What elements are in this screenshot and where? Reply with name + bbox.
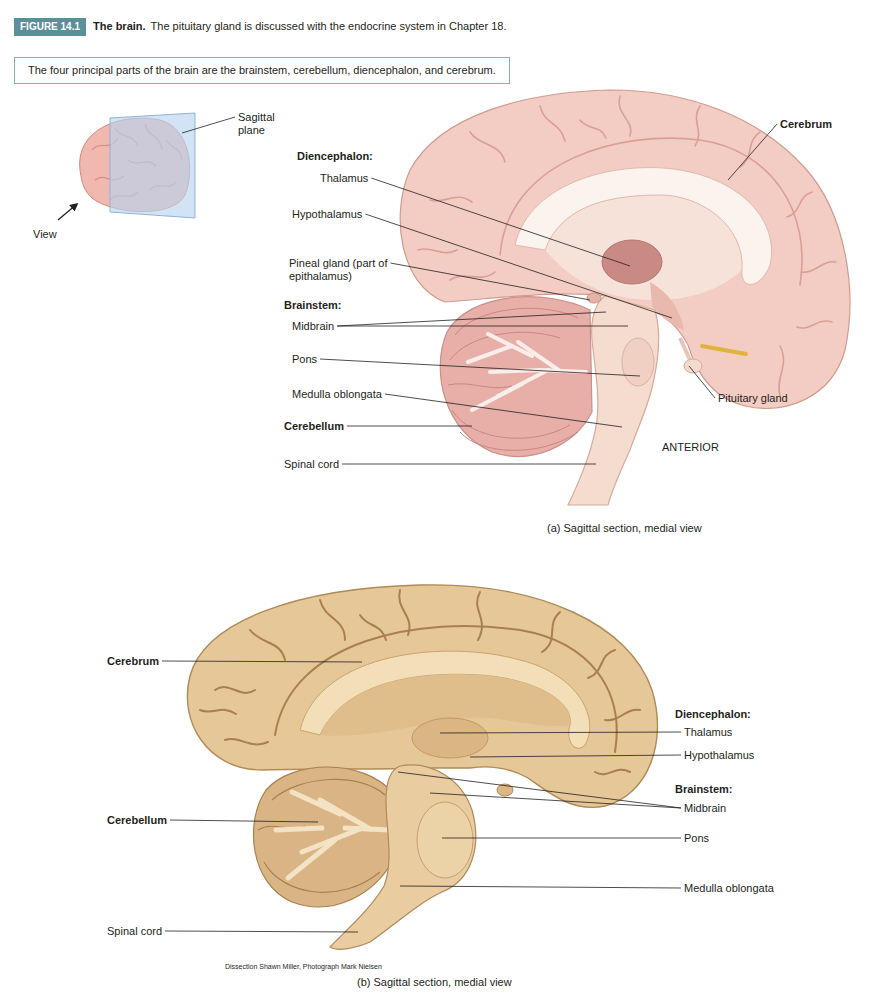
- part-label: Midbrain: [292, 320, 334, 333]
- leader-line: [430, 793, 681, 808]
- optic-nerve: [702, 346, 746, 354]
- cerebellum-folia: [448, 308, 578, 450]
- part-label: Pituitary gland: [718, 392, 788, 405]
- leader-line: [182, 117, 235, 133]
- leader-line: [390, 263, 590, 300]
- leader-line: [320, 359, 640, 376]
- part-label: Medulla oblongata: [684, 882, 774, 895]
- leader-line: [347, 426, 472, 427]
- part-label: Thalamus: [684, 726, 732, 739]
- pineal-shape: [587, 293, 601, 303]
- leader-line: [442, 838, 681, 839]
- part-label: Pons: [684, 832, 709, 845]
- cerebrum-shape: [400, 90, 850, 408]
- part-label: Spinal cord: [284, 458, 339, 471]
- part-label: Cerebrum: [780, 118, 832, 131]
- corpus-callosum: [515, 168, 772, 285]
- plane-label: Sagittal plane: [238, 111, 288, 137]
- cerebellum-shape: [440, 297, 592, 457]
- gyri-photo: [200, 590, 640, 774]
- figure-badge: FIGURE 14.1: [14, 18, 86, 36]
- brain-drawing: [400, 90, 850, 505]
- figure-title: The brain.: [93, 20, 146, 33]
- part-label: Pineal gland (part of epithalamus): [289, 257, 401, 283]
- panel-caption: (a) Sagittal section, medial view: [547, 522, 702, 535]
- part-label: Cerebrum: [107, 655, 159, 668]
- leader-line: [371, 178, 630, 266]
- part-label: Cerebellum: [107, 814, 167, 827]
- box-text: The four principal parts of the brain ar…: [28, 64, 496, 77]
- leader-line: [165, 931, 358, 932]
- part-label: Spinal cord: [107, 925, 162, 938]
- leader-line: [728, 124, 777, 180]
- leader-line: [689, 366, 715, 398]
- thalamus-photo: [412, 718, 488, 758]
- leader-line: [400, 886, 681, 888]
- part-label: Hypothalamus: [684, 749, 754, 762]
- part-label: Pons: [292, 353, 317, 366]
- pons-photo: [417, 802, 473, 878]
- view-label: View: [33, 228, 57, 241]
- leader-line: [398, 772, 681, 808]
- pituitary-stalk: [680, 338, 690, 360]
- view-arrow: [58, 204, 77, 220]
- leader-line: [162, 661, 362, 662]
- cerebellum-photo-folia: [258, 779, 385, 892]
- part-label: Midbrain: [684, 802, 726, 815]
- leader-line: [342, 464, 596, 465]
- group-heading: Brainstem:: [284, 299, 341, 312]
- sagittal-plane: [110, 113, 195, 218]
- part-label: Cerebellum: [284, 420, 344, 433]
- inset-brain: [58, 113, 195, 220]
- part-label: Thalamus: [320, 172, 368, 185]
- box-text: FIGURE 14.1: [20, 21, 80, 33]
- arbor-vitae-photo: [276, 792, 390, 878]
- thalamus-shape: [602, 240, 662, 284]
- leader-line: [365, 214, 672, 318]
- leader-line: [440, 732, 681, 733]
- leader-line: [385, 394, 622, 427]
- orientation-label: ANTERIOR: [662, 441, 719, 454]
- brainstem-shape: [568, 296, 659, 505]
- cerebellum-photo-shape: [253, 767, 392, 907]
- summary-box: The four principal parts of the brain ar…: [14, 57, 510, 84]
- part-label: Hypothalamus: [292, 208, 362, 221]
- brainstem-photo-shape: [330, 765, 476, 949]
- leader-line: [337, 312, 606, 326]
- part-label: Medulla oblongata: [292, 388, 382, 401]
- leader-line: [470, 755, 681, 757]
- panel-caption: (b) Sagittal section, medial view: [357, 976, 512, 989]
- pons-shape: [622, 338, 654, 386]
- leader-line: [337, 326, 628, 327]
- leader-line: [170, 820, 318, 822]
- brain-photo: [187, 585, 657, 949]
- group-heading: Diencephalon:: [675, 708, 751, 721]
- photo-credit: Dissection Shawn Miller, Photograph Mark…: [225, 962, 382, 971]
- group-heading: Brainstem:: [675, 783, 732, 796]
- figure-note: The pituitary gland is discussed with th…: [151, 20, 507, 33]
- group-heading: Diencephalon:: [297, 150, 373, 163]
